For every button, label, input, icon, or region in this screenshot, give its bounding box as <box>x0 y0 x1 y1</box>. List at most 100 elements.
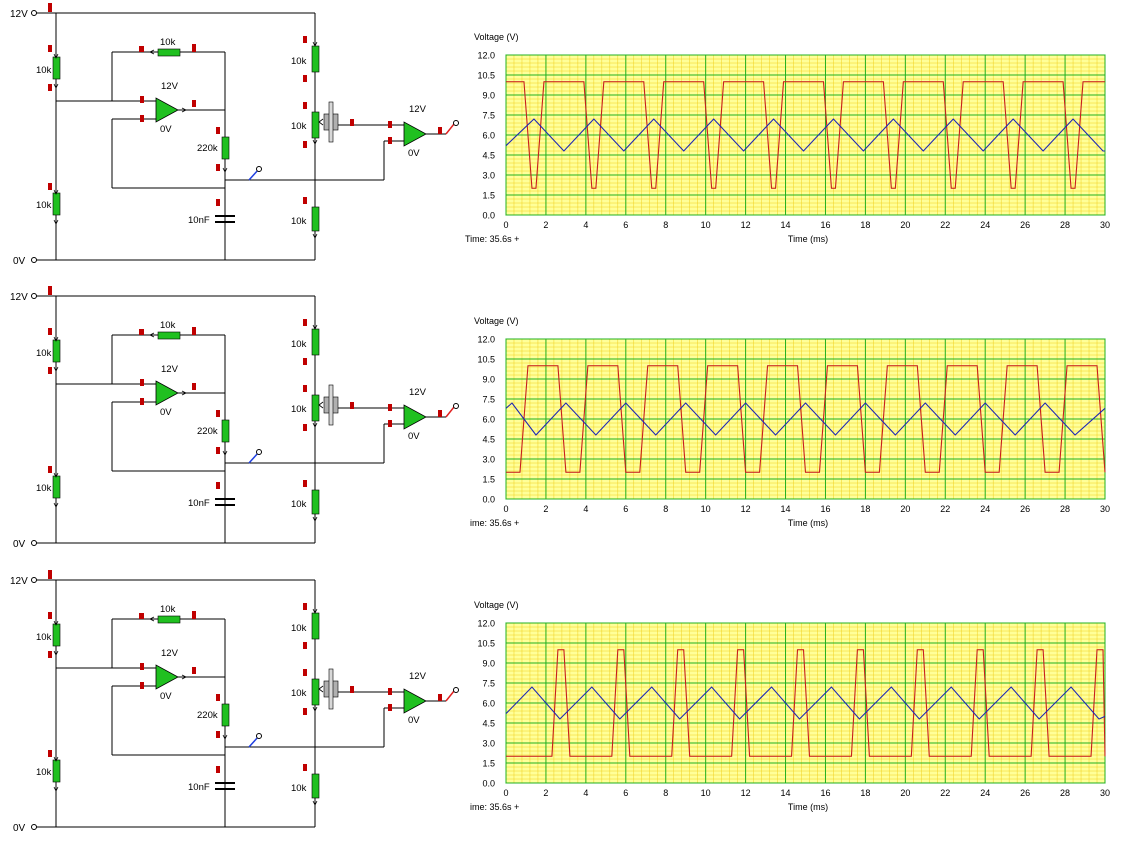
resistor-label: 10k <box>160 37 176 48</box>
x-tick-label: 24 <box>980 788 990 798</box>
x-tick-label: 4 <box>583 504 588 514</box>
ground-label: 0V <box>13 823 26 834</box>
x-tick-label: 2 <box>543 504 548 514</box>
y-tick-label: 6.0 <box>482 131 495 141</box>
x-tick-label: 28 <box>1060 504 1070 514</box>
y-tick-label: 7.5 <box>482 395 495 405</box>
x-tick-label: 18 <box>860 504 870 514</box>
circuit-schematic <box>30 2 460 264</box>
y-tick-label: 7.5 <box>482 111 495 121</box>
x-tick-label: 10 <box>701 788 711 798</box>
x-tick-label: 10 <box>701 504 711 514</box>
y-tick-label: 3.0 <box>482 455 495 465</box>
y-tick-label: 9.0 <box>482 659 495 669</box>
series-line-2 <box>506 687 1105 719</box>
resistor-label: 10k <box>291 339 307 350</box>
series-line-1 <box>506 366 1105 473</box>
y-tick-label: 1.5 <box>482 759 495 769</box>
resistor-label: 10k <box>36 632 52 643</box>
capacitor-label: 10nF <box>188 782 210 793</box>
resistor-label: 10k <box>291 623 307 634</box>
y-tick-label: 9.0 <box>482 91 495 101</box>
y-tick-label: 10.5 <box>477 355 495 365</box>
supply-label: 12V <box>10 292 28 303</box>
x-tick-label: 0 <box>503 504 508 514</box>
x-tick-label: 30 <box>1100 788 1110 798</box>
y-tick-label: 1.5 <box>482 475 495 485</box>
y-tick-label: 9.0 <box>482 375 495 385</box>
x-tick-label: 0 <box>503 220 508 230</box>
x-tick-label: 30 <box>1100 504 1110 514</box>
x-tick-label: 14 <box>781 220 791 230</box>
opamp-ground-label: 0V <box>160 691 172 702</box>
y-tick-label: 12.0 <box>477 51 495 61</box>
supply-label: 12V <box>10 9 28 20</box>
x-tick-label: 4 <box>583 788 588 798</box>
opamp-ground-label: 0V <box>160 407 172 418</box>
x-tick-label: 26 <box>1020 220 1030 230</box>
x-tick-label: 28 <box>1060 788 1070 798</box>
x-tick-label: 4 <box>583 220 588 230</box>
y-tick-label: 10.5 <box>477 71 495 81</box>
x-tick-label: 6 <box>623 504 628 514</box>
x-tick-label: 24 <box>980 220 990 230</box>
x-tick-label: 14 <box>781 504 791 514</box>
x-tick-label: 22 <box>940 504 950 514</box>
resistor-label: 220k <box>197 710 218 721</box>
x-tick-label: 24 <box>980 504 990 514</box>
resistor-label: 10k <box>36 483 52 494</box>
opamp-supply-label: 12V <box>409 671 427 682</box>
opamp-ground-label: 0V <box>408 431 420 442</box>
ground-label: 0V <box>13 256 26 267</box>
potentiometer-label: 10k <box>291 404 307 415</box>
x-tick-label: 16 <box>820 504 830 514</box>
x-tick-label: 26 <box>1020 788 1030 798</box>
y-tick-label: 1.5 <box>482 191 495 201</box>
x-tick-label: 14 <box>781 788 791 798</box>
x-tick-label: 2 <box>543 788 548 798</box>
opamp-supply-label: 12V <box>161 81 179 92</box>
x-tick-label: 6 <box>623 220 628 230</box>
y-tick-label: 3.0 <box>482 739 495 749</box>
x-tick-label: 8 <box>663 220 668 230</box>
potentiometer-label: 10k <box>291 688 307 699</box>
y-tick-label: 0.0 <box>482 211 495 221</box>
resistor-label: 10k <box>291 56 307 67</box>
circuit-panel-3: 12V 0V 10k 10k 10k 12V 0V 220k 10nF 10k … <box>10 569 460 834</box>
x-tick-label: 2 <box>543 220 548 230</box>
y-axis-label: Voltage (V) <box>474 32 519 42</box>
x-tick-label: 6 <box>623 788 628 798</box>
series-line-2 <box>506 119 1105 151</box>
x-axis-label: Time (ms) <box>788 518 828 528</box>
x-tick-label: 16 <box>820 788 830 798</box>
x-tick-label: 26 <box>1020 504 1030 514</box>
resistor-label: 10k <box>160 320 176 331</box>
resistor-label: 220k <box>197 426 218 437</box>
y-tick-label: 10.5 <box>477 639 495 649</box>
x-tick-label: 22 <box>940 220 950 230</box>
y-tick-label: 12.0 <box>477 619 495 629</box>
opamp-ground-label: 0V <box>408 148 420 159</box>
y-tick-label: 4.5 <box>482 435 495 445</box>
y-axis-label: Voltage (V) <box>474 316 519 326</box>
capacitor-label: 10nF <box>188 498 210 509</box>
x-tick-label: 18 <box>860 788 870 798</box>
capacitor-label: 10nF <box>188 215 210 226</box>
time-readout: ime: 35.6s + <box>470 802 519 812</box>
x-tick-label: 12 <box>741 504 751 514</box>
time-readout: Time: 35.6s + <box>465 234 519 244</box>
potentiometer-label: 10k <box>291 121 307 132</box>
resistor-label: 10k <box>36 348 52 359</box>
x-axis-label: Time (ms) <box>788 234 828 244</box>
y-tick-label: 0.0 <box>482 495 495 505</box>
circuit-schematic <box>30 285 460 547</box>
opamp-supply-label: 12V <box>409 387 427 398</box>
opamp-supply-label: 12V <box>409 104 427 115</box>
x-tick-label: 28 <box>1060 220 1070 230</box>
x-tick-label: 10 <box>701 220 711 230</box>
x-tick-label: 12 <box>741 788 751 798</box>
series-line-1 <box>506 650 1105 757</box>
